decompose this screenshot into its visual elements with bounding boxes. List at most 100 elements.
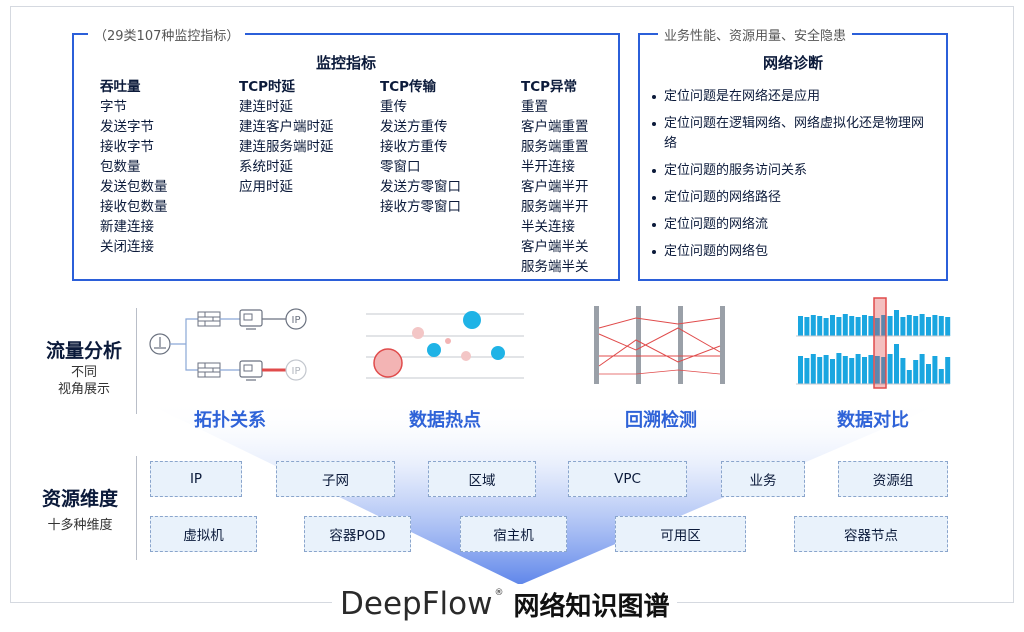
decorative-bar [855,317,861,336]
decorative-bar [900,317,906,336]
bar-chart-bottom [798,344,951,384]
bullet-icon [652,196,656,200]
decorative-bar [894,344,899,384]
compare-illustration [796,297,951,389]
decorative-bar [887,316,893,336]
decorative-bar [874,318,880,336]
hotspot-bubble [461,351,471,361]
ip-node-icon: IP [285,359,307,381]
hotspot-bubble [463,311,481,329]
decorative-bar [906,315,912,336]
decorative-bar [842,314,848,336]
column-header: 吞吐量 [100,79,141,95]
column-header: TCP传输 [380,79,437,95]
brand-subtitle: 网络知识图谱 [513,591,670,622]
topology-illustration: IP IP [149,308,307,381]
list-item: 定位问题的服务访问关系 [650,161,936,181]
metric-item: 发送方重传 [380,119,448,135]
diagnosis-item: 定位问题是在网络还是应用 [664,89,821,104]
diagnosis-box: 业务性能、资源用量、安全隐患 网络诊断 定位问题是在网络还是应用 定位问题在逻辑… [638,25,948,281]
hotspot-illustration [366,311,524,379]
metrics-column-tcp-latency: TCP时延 建连时延 建连客户端时延 建连服务端时延 系统时延 应用时延 [239,77,334,197]
diagnosis-title: 网络诊断 [762,54,823,72]
decorative-bar [862,315,867,336]
list-item: 定位问题在逻辑网络、网络虚拟化还是物理网络 [650,114,936,154]
decorative-bar [798,356,803,384]
decorative-bar [868,316,874,336]
traffic-analysis-title: 流量分析 [45,340,122,362]
resource-tag: 业务 [721,461,805,497]
view-label-topology: 拓扑关系 [194,410,266,431]
view-label-hotspot: 数据热点 [409,410,481,431]
decorative-bar [926,364,931,384]
decorative-bar [894,310,899,336]
brand-footer: DeepFlow® 网络知识图谱 [332,584,678,624]
decorative-bar [938,316,944,336]
hotspot-bubble [427,343,441,357]
decorative-bar [804,358,810,384]
resource-tag: VPC [568,461,687,497]
diagnosis-list: 定位问题是在网络还是应用 定位问题在逻辑网络、网络虚拟化还是物理网络 定位问题的… [650,87,936,269]
decorative-bar [810,315,816,336]
brand-logo: DeepFlow [340,586,493,622]
resource-tag: 容器POD [304,516,411,552]
decorative-bar [836,317,842,336]
list-item: 定位问题是在网络还是应用 [650,87,936,107]
metrics-box: （29类107种监控指标） 监控指标 吞吐量 字节 发送字节 接收字节 包数量 … [72,25,620,281]
registered-mark: ® [494,588,504,598]
hotspot-bubble [491,346,505,360]
view-label-trace: 回溯检测 [625,410,697,431]
decorative-bar [881,315,887,336]
diagnosis-legend: 业务性能、资源用量、安全隐患 [658,25,853,44]
decorative-bar [932,315,938,336]
resource-tag: 资源组 [838,461,948,497]
bar-chart-top [798,310,951,336]
decorative-bar [862,357,867,384]
hotspot-bubble [412,327,424,339]
resource-tag: IP [150,461,242,497]
decorative-bar [817,316,823,336]
bullet-icon [652,95,656,99]
metric-item: 接收方零窗口 [380,199,461,215]
metrics-column-tcp-transfer: TCP传输 重传 发送方重传 接收方重传 零窗口 发送方零窗口 接收方零窗口 [380,77,461,217]
subtitle-line: 不同 [70,365,97,380]
hotspot-bubble [373,348,403,378]
subtitle-line: 视角展示 [57,382,110,397]
metric-item: 关闭连接 [100,239,154,255]
list-item: 定位问题的网络流 [650,215,936,235]
decorative-bar [919,314,925,336]
server-icon [239,309,263,330]
divider [136,308,137,414]
decorative-bar [836,353,842,384]
metric-item: 客户端半关 [521,239,589,255]
hotspot-bubble [445,338,451,344]
decorative-bar [842,356,848,384]
metric-item: 服务端重置 [521,139,589,155]
metric-item: 建连服务端时延 [239,139,334,155]
resource-tag: 容器节点 [794,516,948,552]
highlight-box [873,297,887,389]
metric-item: 发送字节 [100,119,154,135]
decorative-bar [926,317,931,336]
diagnosis-item: 定位问题的服务访问关系 [664,163,808,178]
metric-item: 服务端半开 [521,199,589,215]
trace-illustration [594,306,725,384]
resource-dimension-title: 资源维度 [41,488,118,510]
router-icon [149,333,171,355]
firewall-icon [197,362,221,378]
decorative-bar [798,316,803,336]
server-icon [239,360,263,381]
resource-tag: 可用区 [615,516,746,552]
decorative-bar [938,369,944,384]
metric-item: 应用时延 [239,179,293,195]
metric-item: 接收字节 [100,139,154,155]
metric-item: 字节 [100,99,127,115]
resource-tag: 区域 [428,461,536,497]
decorative-bar [932,356,938,384]
decorative-bar [906,370,912,384]
decorative-bar [881,357,887,384]
decorative-bar [810,354,816,384]
metrics-column-throughput: 吞吐量 字节 发送字节 接收字节 包数量 发送包数量 接收包数量 新建连接 关闭… [100,77,168,257]
metrics-legend: （29类107种监控指标） [88,25,246,44]
metric-item: 半关连接 [521,219,575,235]
